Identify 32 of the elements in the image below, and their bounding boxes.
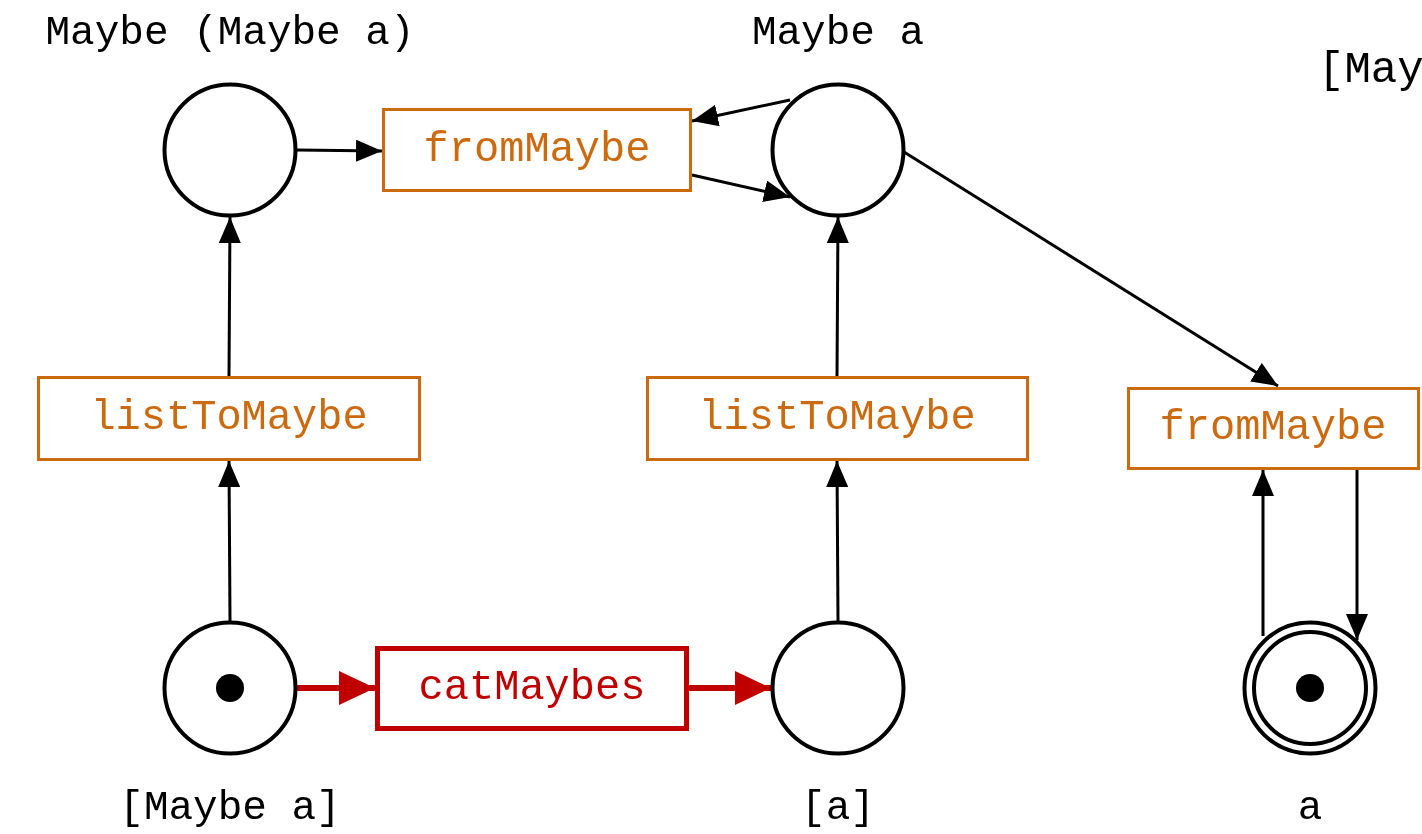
transition-box bbox=[1126, 386, 1420, 470]
circle-place bbox=[769, 81, 907, 219]
arrow bbox=[1252, 470, 1274, 636]
function-name: listToMaybe bbox=[698, 397, 976, 439]
double-circle-place bbox=[1241, 619, 1379, 757]
arrow bbox=[826, 217, 849, 376]
arrow bbox=[689, 671, 771, 705]
transition-box bbox=[37, 375, 421, 461]
circle-place bbox=[161, 81, 299, 219]
arrow bbox=[1346, 470, 1368, 640]
arrow bbox=[826, 461, 849, 621]
arrow bbox=[691, 98, 791, 127]
function-name: listToMaybe bbox=[90, 397, 368, 439]
transition-box bbox=[375, 645, 689, 731]
type-label: a bbox=[1297, 787, 1323, 829]
type-text: [May bbox=[1318, 48, 1422, 92]
function-name: catMaybes bbox=[418, 667, 646, 709]
type-label: [Maybe a] bbox=[119, 787, 341, 829]
circle-place bbox=[161, 619, 299, 757]
transition-box bbox=[645, 375, 1029, 461]
arrow bbox=[218, 461, 241, 621]
function-name: fromMaybe bbox=[423, 129, 651, 171]
arrow bbox=[297, 671, 375, 705]
arrow bbox=[218, 217, 241, 376]
type-label: Maybe a bbox=[751, 12, 925, 54]
arrow bbox=[297, 139, 382, 162]
transition-box bbox=[382, 108, 692, 192]
function-name: fromMaybe bbox=[1159, 407, 1387, 449]
type-label: [a] bbox=[801, 787, 875, 829]
type-label: Maybe (Maybe a) bbox=[45, 12, 415, 54]
arrow bbox=[691, 173, 791, 203]
circle-place bbox=[769, 619, 907, 757]
